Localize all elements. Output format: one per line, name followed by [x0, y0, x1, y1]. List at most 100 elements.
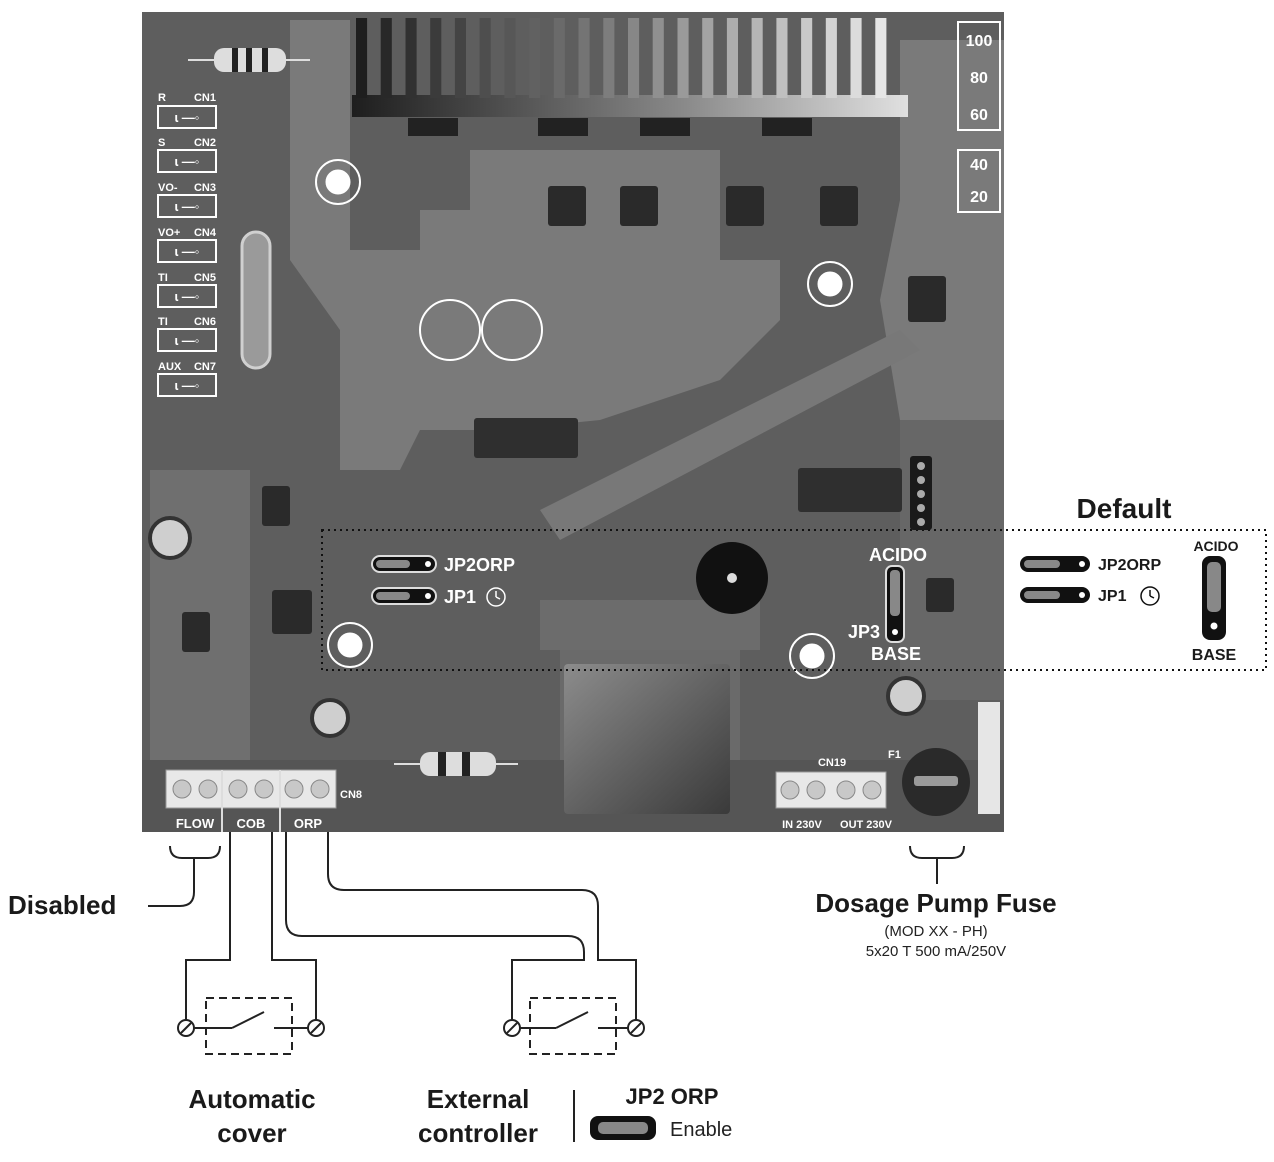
connector-cn5-name: TI — [158, 272, 168, 284]
cn8-label: CN8 — [340, 789, 362, 801]
board-jp1-label: JP1 — [444, 587, 476, 607]
scale-box — [957, 21, 1001, 213]
connector-cn3-name: VO- — [158, 182, 178, 194]
connector-cn3-id: CN3 — [194, 182, 216, 194]
heatsink-fin — [356, 18, 368, 98]
connector-cn4-symbol: ɩ —◦ — [175, 244, 200, 259]
default-clock-icon — [1140, 586, 1160, 606]
trim-pots — [148, 516, 926, 738]
default-jumper-jp2: JP2ORP — [1020, 556, 1161, 574]
connector-cn1-id: CN1 — [194, 92, 216, 104]
heatsink-fin — [652, 18, 664, 98]
board-clock-icon — [486, 587, 506, 607]
external-controller-line1: External — [427, 1084, 530, 1114]
heatsink-fin — [776, 18, 788, 98]
power-in-label: IN 230V — [782, 819, 822, 831]
transformer — [564, 664, 730, 814]
diode-bottom — [394, 752, 518, 776]
connector-cn2-name: S — [158, 137, 165, 149]
heatsink-fin — [751, 18, 763, 98]
heatsink-fin — [875, 18, 887, 98]
connector-cn5-id: CN5 — [194, 272, 216, 284]
heatsink-fin — [726, 18, 738, 98]
connector-cn7-symbol: ɩ —◦ — [175, 378, 200, 393]
heatsink-fin — [479, 18, 491, 98]
terminal-block-cn19 — [775, 771, 887, 809]
automatic-cover-line2: cover — [217, 1118, 286, 1148]
small-ics — [182, 186, 954, 652]
connector-cn1-name: R — [158, 92, 166, 104]
mounting-holes — [315, 159, 853, 679]
heatsink-fin — [578, 18, 590, 98]
jumper-region-outline — [321, 529, 1267, 671]
board-jumper-jp3 — [885, 565, 905, 643]
jp2-enable-text: Enable — [670, 1119, 732, 1141]
capacitor-outlines — [419, 299, 543, 361]
terminal-cob-label: COB — [237, 816, 266, 831]
terminal-block-cn8 — [165, 769, 337, 832]
fuse-model: (MOD XX - PH) — [884, 923, 987, 940]
connector-cn2: S CN2 ɩ —◦ — [157, 137, 217, 173]
jp2-enable-title: JP2 ORP — [626, 1084, 719, 1109]
heatsink-fin — [529, 18, 541, 98]
heatsink-fin — [801, 18, 813, 98]
crystal — [240, 230, 272, 370]
power-out-label: OUT 230V — [840, 819, 893, 831]
connector-cn7-name: AUX — [158, 361, 182, 373]
connector-cn4-name: VO+ — [158, 227, 180, 239]
heatsink-fin — [603, 18, 615, 98]
disabled-label: Disabled — [8, 890, 116, 920]
heatsink-fin — [825, 18, 837, 98]
automatic-cover-line1: Automatic — [188, 1084, 315, 1114]
jp2-enable-jumper — [590, 1116, 656, 1140]
terminal-flow-label: FLOW — [176, 816, 215, 831]
scale-bottom-0: 40 — [970, 157, 988, 174]
board-base-label: BASE — [871, 644, 921, 664]
connector-cn6-symbol: ɩ —◦ — [175, 333, 200, 348]
heatsink-fin — [454, 18, 466, 98]
connector-cn2-symbol: ɩ —◦ — [175, 154, 200, 169]
default-jumper-jp1: JP1 — [1020, 586, 1160, 606]
default-jp2-label: JP2ORP — [1098, 557, 1161, 574]
board-acido-label: ACIDO — [869, 545, 927, 565]
switch-automatic-cover — [177, 997, 325, 1055]
connector-cn5-symbol: ɩ —◦ — [175, 289, 200, 304]
cn19-label: CN19 — [818, 757, 846, 769]
terminal-orp-label: ORP — [294, 816, 323, 831]
heatsink-fin — [504, 18, 516, 98]
board-jumper-jp1: JP1 — [371, 587, 506, 607]
connector-cn3: VO- CN3 ɩ —◦ — [157, 182, 217, 218]
buzzer — [696, 542, 768, 614]
connector-cn1-symbol: ɩ —◦ — [175, 110, 200, 125]
connector-cn6: TI CN6 ɩ —◦ — [157, 316, 217, 352]
heatsink-fin — [405, 18, 417, 98]
connector-cn3-symbol: ɩ —◦ — [175, 199, 200, 214]
resistor-top — [188, 48, 310, 72]
scale-top-1: 80 — [970, 70, 988, 87]
pin-header — [910, 456, 932, 530]
large-ics — [474, 418, 902, 512]
board-jp2-label: JP2ORP — [444, 555, 515, 575]
heatsink-fin — [702, 18, 714, 98]
heatsink-fin — [430, 18, 442, 98]
fuse-spec: 5x20 T 500 mA/250V — [866, 943, 1006, 960]
heatsink-fin — [850, 18, 862, 98]
connector-cn5: TI CN5 ɩ —◦ — [157, 272, 217, 308]
fuse-title: Dosage Pump Fuse — [815, 888, 1056, 918]
scale-bottom-1: 20 — [970, 189, 988, 206]
heatsink-fin — [677, 18, 689, 98]
connector-cn4: VO+ CN4 ɩ —◦ — [157, 227, 217, 263]
connector-cn6-id: CN6 — [194, 316, 216, 328]
connector-cn1: R CN1 ɩ —◦ — [157, 92, 217, 129]
board-jp3-label: JP3 — [848, 622, 880, 642]
connector-cn7: AUX CN7 ɩ —◦ — [157, 361, 217, 397]
default-base-label: BASE — [1192, 647, 1237, 664]
external-wiring — [148, 832, 965, 1024]
external-controller-line2: controller — [418, 1118, 538, 1148]
connector-cn6-name: TI — [158, 316, 168, 328]
transistors — [408, 118, 812, 136]
heatsink-fin — [553, 18, 565, 98]
default-acido-label: ACIDO — [1193, 538, 1238, 554]
fuse-holder — [902, 702, 1000, 816]
